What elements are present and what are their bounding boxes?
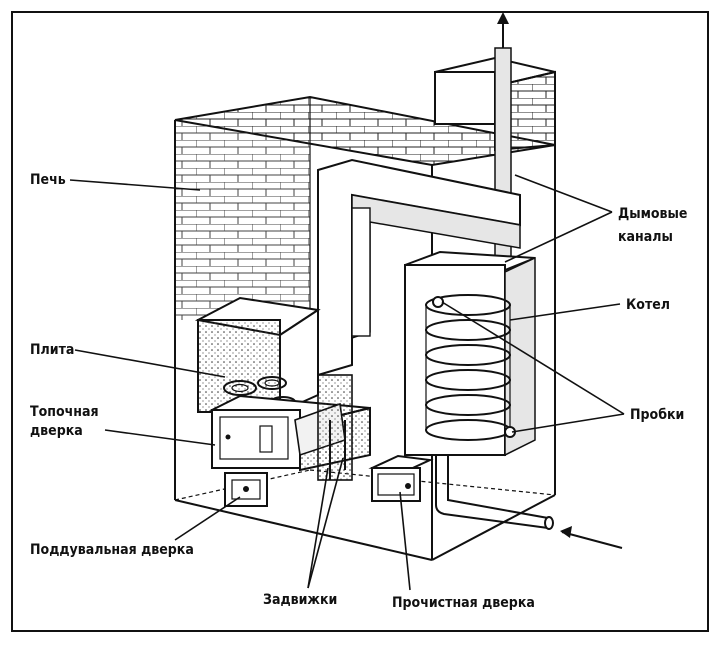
label-topochnaya-line2: дверка	[30, 423, 83, 439]
label-pech: Печь	[30, 172, 66, 188]
leader-lines	[69, 174, 625, 591]
leader-dymovye-1	[514, 174, 613, 213]
leader-zadvizhki-1	[307, 467, 329, 589]
label-podduvalnaya: Поддувальная дверка	[30, 542, 194, 558]
label-dymovye-line2: каналы	[618, 229, 673, 245]
diagram-frame	[11, 11, 709, 632]
flue-channels	[317, 158, 521, 377]
label-topochnaya-line1: Топочная	[30, 404, 99, 420]
labels: Печь Плита Топочная дверка Поддувальная …	[30, 172, 687, 611]
arrow-up-icon	[497, 12, 509, 48]
leader-prochistnaya	[399, 491, 411, 591]
boiler	[404, 250, 536, 457]
leader-topochnaya	[104, 429, 216, 446]
leader-zadvizhki-2	[307, 457, 344, 589]
arrow-left-icon	[560, 526, 623, 549]
cooking-plate	[194, 296, 321, 414]
firebox-door	[219, 416, 289, 460]
leader-kotel	[509, 303, 621, 321]
plug-top	[432, 296, 444, 308]
inlet-pipe	[435, 455, 554, 530]
ash-pit-door	[224, 472, 268, 507]
label-dymovye-line1: Дымовые	[618, 206, 687, 222]
label-probki: Пробки	[630, 407, 684, 423]
label-prochistnaya: Прочистная дверка	[392, 595, 535, 611]
leader-pech	[69, 179, 201, 191]
cleaning-door	[368, 454, 434, 502]
leader-podduvalnaya	[174, 496, 241, 541]
stove-body	[174, 95, 556, 561]
leader-probki-2	[511, 413, 625, 433]
stove-side-brick	[175, 120, 310, 320]
dampers	[294, 374, 353, 481]
label-kotel: Котел	[626, 297, 670, 313]
boiler-coil	[425, 294, 511, 441]
leader-plita	[74, 349, 226, 378]
label-plita: Плита	[30, 342, 74, 358]
leader-probki-1	[441, 301, 625, 415]
leader-dymovye-2	[504, 211, 613, 263]
label-zadvizhki: Задвижки	[263, 592, 337, 608]
